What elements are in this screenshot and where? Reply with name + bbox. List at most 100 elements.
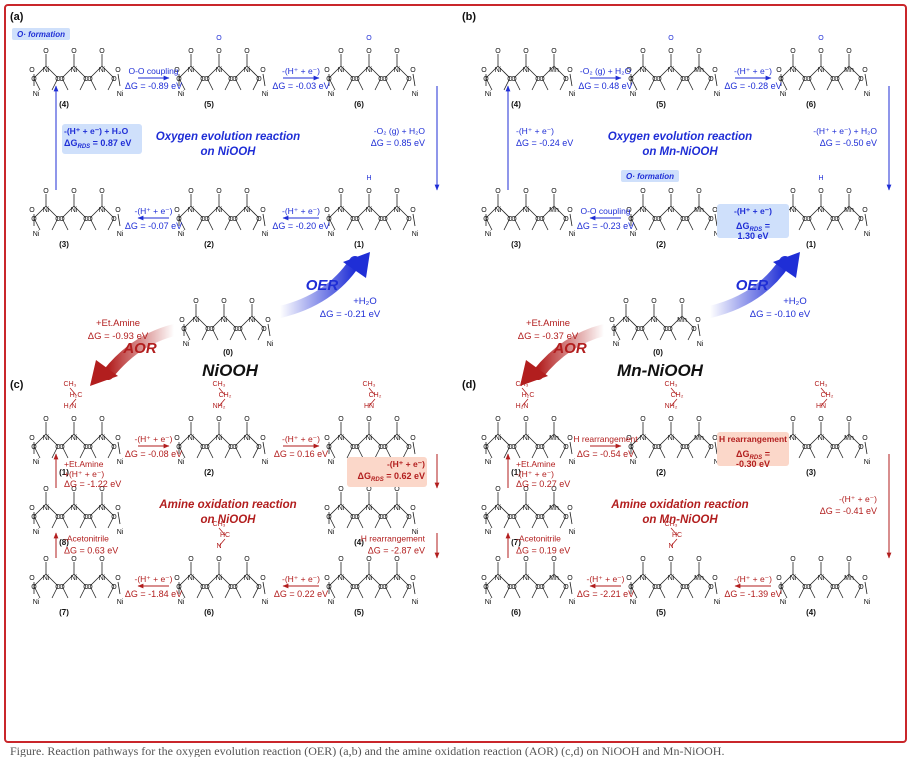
oxygen-atom: O [640,188,646,195]
metal-atom: Ni [43,435,50,442]
metal-atom: Ni [244,575,251,582]
bond-line [218,433,232,447]
bond-line [630,77,638,91]
oxygen-atom: O [834,584,840,591]
bond-line [257,327,265,341]
bond-line [630,585,638,599]
bond-line [613,315,627,329]
bond-line [374,515,382,529]
bond-line [820,205,834,219]
bond-line [396,573,410,587]
bond-line [396,503,410,517]
catalyst-slab: NiOOONiOOONiOOOONiNiO [324,48,418,98]
step-label: -(H⁺ + e⁻) [387,459,425,469]
oxygen-atom: O [626,575,632,582]
bond-line [223,315,237,329]
metal-atom: Ni [99,575,106,582]
bond-line [412,511,416,525]
bond-line [51,585,59,599]
delta-g-value: ΔG = 0.48 eV [578,81,632,91]
bond-line [328,217,336,231]
oxygen-atom: O [99,188,105,195]
adsorbate-atom: N [668,543,673,550]
oxygen-atom: O [691,326,697,333]
adsorbate-atom: CH₂ [671,392,684,399]
bond-line [553,573,567,587]
bond-line [374,77,382,91]
bond-line [356,217,364,231]
bond-line [686,433,700,447]
bond-line [780,585,788,599]
oxygen-atom: O [668,48,674,55]
rds-highlight [347,457,427,487]
bond-line [79,515,87,529]
metal-atom: Ni [117,459,124,466]
oxygen-atom: O [818,416,824,423]
bond-line [412,441,416,455]
bond-line [267,323,271,337]
delta-g-value: ΔG = -0.24 eV [516,138,573,148]
panel-title: Amine oxidation reaction [610,499,748,511]
bond-line [89,585,97,599]
adsorbate-atom: HC [220,532,230,539]
metal-atom: Ni [366,67,373,74]
bond-line [368,433,382,447]
bond-line [33,503,47,517]
step-label: -(H⁺ + e⁻) [134,206,172,216]
bond-line [61,433,75,447]
bond-line [485,433,499,447]
oxygen-atom: O [200,216,206,223]
bond-line [211,327,219,341]
oxygen-atom: O [656,444,662,451]
metal-atom: Ni [630,231,637,238]
oxygen-atom: O [862,67,868,74]
metal-atom: Ni [780,91,787,98]
oxygen-atom: O [656,584,662,591]
bond-line [485,65,499,79]
metal-atom: Ni [366,505,373,512]
catalyst-slab: NiOOONiOOONiOOOONiNiO [29,416,123,466]
delta-g-value: ΔG = -1.39 eV [724,589,781,599]
metal-atom: Ni [188,575,195,582]
bond-line [848,573,862,587]
oxygen-atom: O [99,416,105,423]
oxygen-atom: O [806,216,812,223]
bond-line [792,573,806,587]
catalyst-slab: NiOOONiOOOMnOOOONiNiO [481,416,575,466]
intermediate-index: (4) [511,100,521,109]
metal-atom: Ni [188,207,195,214]
bond-line [412,213,416,227]
metal-atom: Ni [328,231,335,238]
bond-line [328,445,336,459]
metal-atom: Ni [117,599,124,606]
bond-line [670,433,684,447]
bond-line [864,213,868,227]
metal-atom: Ni [249,317,256,324]
adsorbate-atom: CH₂ [219,392,232,399]
oxygen-atom: O [539,76,545,83]
bond-line [503,445,511,459]
bond-line [836,433,850,447]
step-label: O-O coupling [580,206,630,216]
step-label: -(H⁺ + e⁻) [734,574,772,584]
oxygen-atom: O [237,326,243,333]
oxygen-atom: O [43,48,49,55]
oxygen-atom: O [696,48,702,55]
bond-line [206,217,214,231]
delta-g-value: ΔGRDS = [736,449,770,461]
oxygen-atom: O [59,444,65,451]
oxygen-atom: O [338,486,344,493]
bond-line [246,433,260,447]
figure-caption: Figure. Reaction pathways for the oxygen… [10,744,725,757]
bond-line [503,217,511,231]
oxygen-atom: O [354,216,360,223]
bond-line [792,433,806,447]
bond-line [826,77,834,91]
step-label: -O₂ (g) + H₂O [374,126,426,136]
bond-line [641,327,649,341]
bond-line [89,205,103,219]
metal-atom: Ni [216,67,223,74]
